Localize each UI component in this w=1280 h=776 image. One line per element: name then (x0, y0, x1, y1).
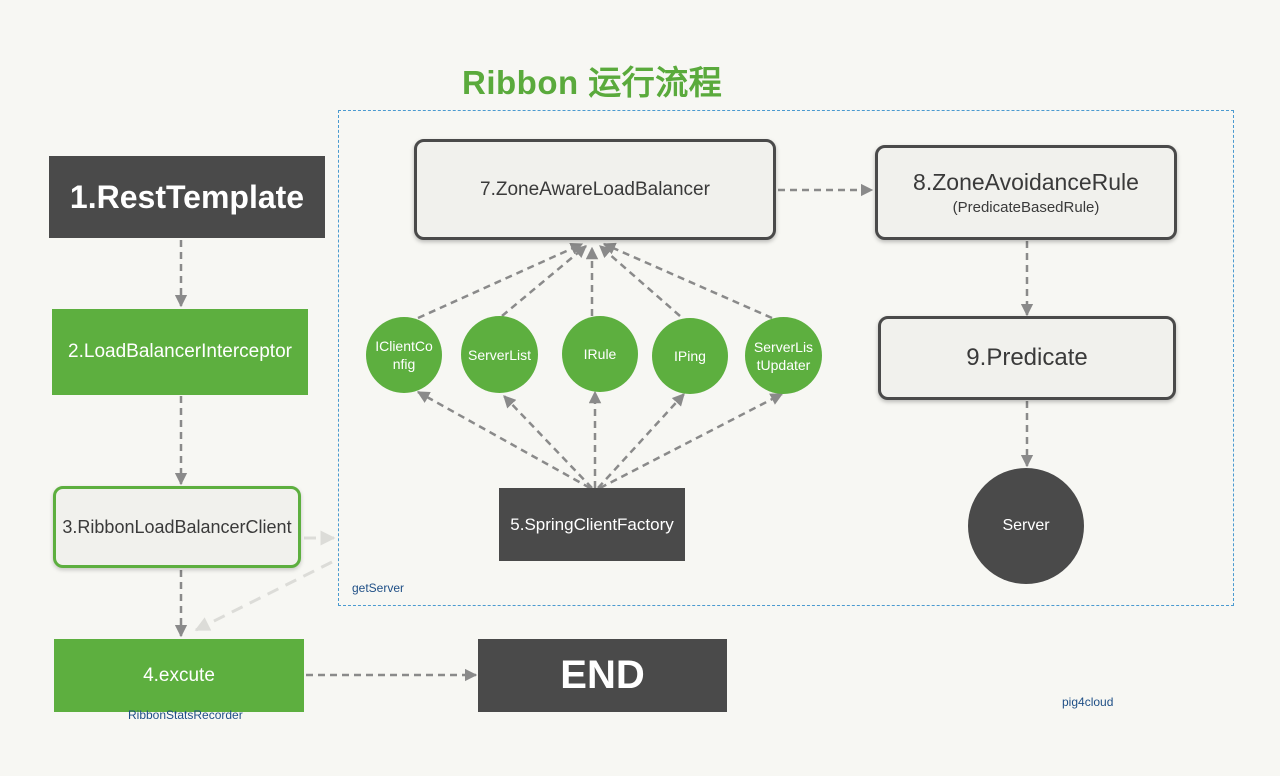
server-label: Server (1002, 517, 1050, 534)
component-irule: IRule (562, 316, 638, 392)
arrow-getserver-4 (194, 560, 333, 632)
predicate-label: 9.Predicate (966, 344, 1088, 371)
ribbon-lb-client-label: 3.RibbonLoadBalancerClient (62, 516, 292, 537)
rest-template-label: 1.RestTemplate (69, 178, 305, 215)
component-serverlist: ServerList (461, 316, 538, 393)
spring-client-factory-label: 5.SpringClientFactory (510, 514, 674, 534)
excute-sub-label: RibbonStatsRecorder (128, 708, 243, 722)
end-label: END (560, 653, 645, 697)
zone-avoidance-rule-node: 8.ZoneAvoidanceRule (PredicateBasedRule) (875, 145, 1177, 240)
watermark: pig4cloud (1062, 695, 1114, 709)
component-iclientconfig-line1: IClientCo (375, 338, 433, 354)
excute-label: 4.excute (143, 664, 215, 686)
predicate-node: 9.Predicate (878, 316, 1176, 400)
zone-aware-lb-node: 7.ZoneAwareLoadBalancer (414, 139, 776, 240)
component-serverlistupdater-line2: tUpdater (756, 356, 811, 373)
getserver-region (338, 110, 1234, 606)
component-iping-label: IPing (674, 348, 706, 364)
component-iclientconfig-line2: nfig (392, 356, 416, 372)
spring-client-factory-node: 5.SpringClientFactory (499, 488, 685, 561)
component-serverlist-label: ServerList (467, 346, 532, 363)
zone-avoidance-rule-sub-label: (PredicateBasedRule) (952, 199, 1100, 216)
component-serverlistupdater-line1: ServerLis (753, 338, 814, 355)
zone-aware-lb-label: 7.ZoneAwareLoadBalancer (480, 178, 710, 200)
component-iclientconfig: IClientCo nfig (366, 317, 442, 393)
component-serverlistupdater: ServerLis tUpdater (745, 317, 822, 394)
lb-interceptor-label: 2.LoadBalancerInterceptor (68, 341, 292, 362)
server-node: Server (968, 468, 1084, 584)
end-node: END (478, 639, 727, 712)
diagram-title: Ribbon 运行流程 (462, 64, 723, 101)
ribbon-lb-client-node: 3.RibbonLoadBalancerClient (53, 486, 301, 568)
lb-interceptor-node: 2.LoadBalancerInterceptor (52, 309, 308, 395)
rest-template-node: 1.RestTemplate (49, 156, 325, 238)
component-irule-label: IRule (583, 346, 617, 362)
excute-node: 4.excute (54, 639, 304, 712)
zone-avoidance-rule-label: 8.ZoneAvoidanceRule (913, 169, 1139, 195)
getserver-label: getServer (352, 581, 405, 595)
component-iping: IPing (652, 318, 728, 394)
